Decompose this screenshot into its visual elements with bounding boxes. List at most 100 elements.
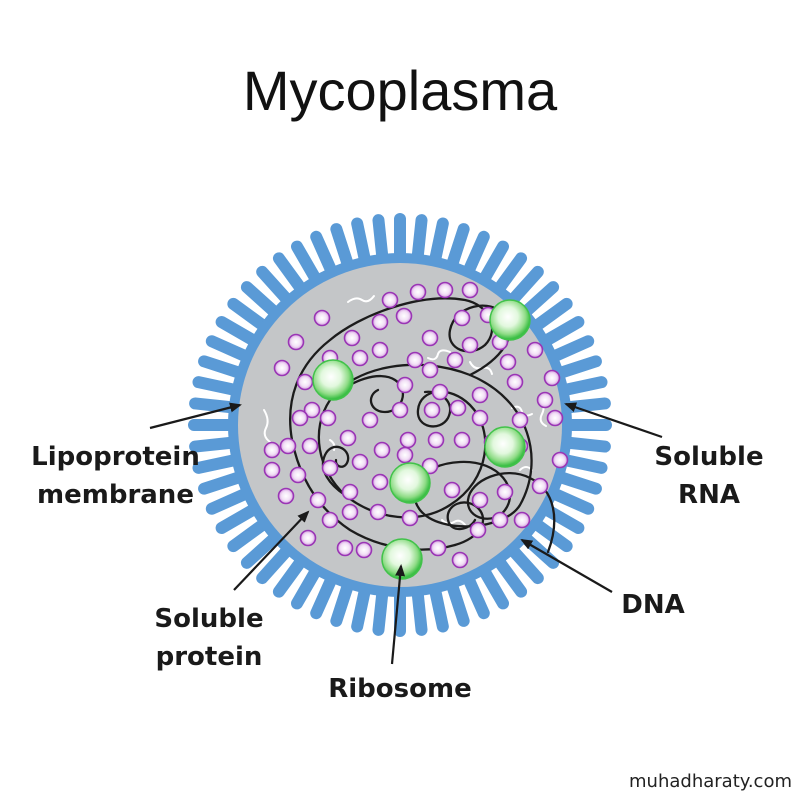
soluble-protein-particle [506,373,524,391]
soluble-protein-particle [396,376,414,394]
soluble-protein-particle [461,281,479,299]
membrane-spike [205,486,255,515]
soluble-protein-particle [343,329,361,347]
membrane-spike [545,486,595,515]
soluble-protein-particle [303,401,321,419]
membrane-spike [445,576,470,627]
soluble-protein-particle [461,336,479,354]
soluble-protein-particle [429,539,447,557]
dna-path [328,375,405,414]
membrane-spike [198,470,249,495]
soluble-protein-particle [355,541,373,559]
membrane-spike [372,214,389,266]
membrane-spike [461,230,490,280]
soluble-protein-particle [299,529,317,547]
membrane-spike [428,581,449,633]
membrane-spike [198,355,249,380]
membrane-spike [330,576,355,627]
soluble-protein-particle [471,386,489,404]
soluble-protein-particle [409,283,427,301]
soluble-protein-particle [427,431,445,449]
soluble-protein-particle [351,349,369,367]
soluble-protein-particle [431,383,449,401]
soluble-protein-particle [511,411,529,429]
membrane-spike [551,470,602,495]
soluble-protein-particle [453,309,471,327]
soluble-protein-particle [396,446,414,464]
watermark: muhadharaty.com [629,771,792,792]
soluble-protein-particle [551,451,569,469]
diagram-title: Mycoplasma [242,59,558,122]
soluble-protein-particle [263,441,281,459]
soluble-proteins [263,281,569,569]
soluble-protein-particle [351,453,369,471]
soluble-protein-particle [381,291,399,309]
membrane-spike [551,355,602,380]
soluble-protein-particle [309,491,327,509]
soluble-protein-particle [401,509,419,527]
arrow-ribosome [390,564,406,665]
membrane-spike [372,584,389,636]
soluble-protein-particle [319,409,337,427]
soluble-protein-particle [543,369,561,387]
soluble-protein-particle [449,399,467,417]
soluble-protein-particle [336,539,354,557]
label-soluble-rna-line1: Soluble [654,442,764,472]
membrane-spike [560,419,612,431]
membrane-spike [428,217,449,269]
soluble-protein-particle [499,353,517,371]
membrane-spike [189,436,241,453]
soluble-protein-particle [296,373,314,391]
pointer-arrows [149,402,663,665]
soluble-protein-particle [491,511,509,529]
arrow-soluble-rna [564,402,663,439]
soluble-protein-particle [471,491,489,509]
ribosome-particle [489,299,531,341]
rna-strand [441,519,467,527]
label-lipoprotein-membrane: Lipoprotein membrane [28,438,203,514]
label-dna: DNA [621,590,685,620]
label-lipoprotein-line2: membrane [37,480,194,510]
ribosomes [312,299,531,580]
soluble-protein-particle [423,401,441,419]
soluble-protein-particle [287,333,305,351]
soluble-protein-particle [371,473,389,491]
soluble-protein-particle [496,483,514,501]
soluble-protein-particle [279,437,297,455]
arrow-dna [520,538,613,593]
membrane-spike [556,453,608,474]
ribosome-particle [389,462,431,504]
soluble-protein-particle [406,351,424,369]
soluble-protein-particle [291,409,309,427]
membrane-spike [351,217,372,269]
soluble-protein-particle [421,361,439,379]
soluble-protein-particle [263,461,281,479]
soluble-protein-particle [277,487,295,505]
membrane-spike [411,584,428,636]
soluble-protein-particle [361,411,379,429]
arrow-lipoprotein [149,402,242,430]
dna-path [317,363,556,554]
soluble-protein-particle [341,503,359,521]
ribosome-particle [312,359,354,401]
label-soluble-rna-line2: RNA [678,480,740,510]
membrane-spike [411,214,428,266]
membrane-spike [205,335,255,364]
soluble-protein-particle [313,309,331,327]
membrane-spike [310,230,339,280]
rna-strand [329,439,336,451]
soluble-protein-particle [421,457,439,475]
membrane-spike [351,581,372,633]
label-lipoprotein-line1: Lipoprotein [31,442,200,472]
soluble-protein-particle [421,329,439,347]
soluble-protein-particle [526,341,544,359]
membrane-spike [192,453,244,474]
arrow-soluble-protein [233,510,310,591]
membrane-spike [445,223,470,274]
soluble-protein-particle [301,437,319,455]
soluble-protein-particle [289,466,307,484]
ribosome-particle [484,426,526,468]
membrane-spike [189,397,241,414]
soluble-protein-particle [443,481,461,499]
